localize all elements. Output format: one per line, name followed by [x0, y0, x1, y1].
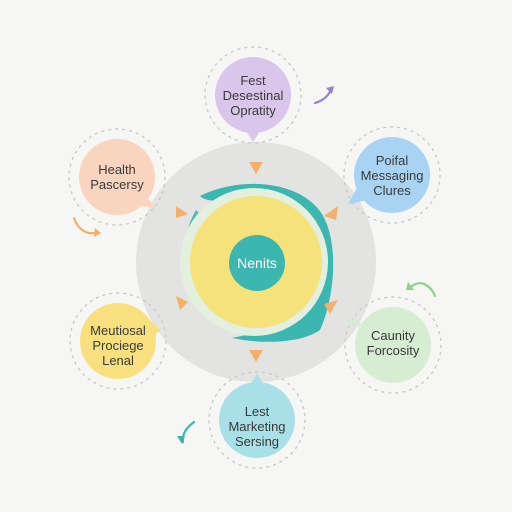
node-top-right: [348, 137, 430, 213]
halo-bottom-right: [344, 296, 442, 394]
node-top-bubble: [215, 57, 291, 133]
node-top-left: [79, 139, 156, 215]
node-bottom-right-bubble: [355, 307, 431, 383]
halo-bottom: [208, 371, 306, 469]
node-bottom-left-bubble: [80, 303, 156, 379]
node-bottom-bubble: [219, 382, 295, 458]
center-core: [229, 235, 285, 291]
arrow-top-right: [324, 206, 338, 220]
node-top-left-bubble: [79, 139, 155, 215]
halo-top: [204, 46, 302, 144]
arrow-top: [249, 162, 263, 174]
curved-arrow-left-icon: [72, 216, 100, 235]
node-top: [215, 57, 291, 142]
halo-top-left: [68, 128, 166, 226]
node-bottom-right: [348, 307, 431, 383]
halo-top-right: [343, 126, 441, 224]
node-bottom-left: [80, 303, 160, 379]
arrow-left: [176, 296, 188, 310]
curved-arrow-right-icon: [410, 282, 437, 298]
halo-bottom-left: [69, 292, 167, 390]
node-bottom: [219, 374, 295, 458]
curved-arrow-bottom-icon: [181, 420, 196, 444]
arrow-bottom: [249, 350, 263, 362]
arrow-top-left: [176, 206, 188, 218]
node-top-right-bubble: [354, 137, 430, 213]
arrow-right: [324, 300, 338, 314]
